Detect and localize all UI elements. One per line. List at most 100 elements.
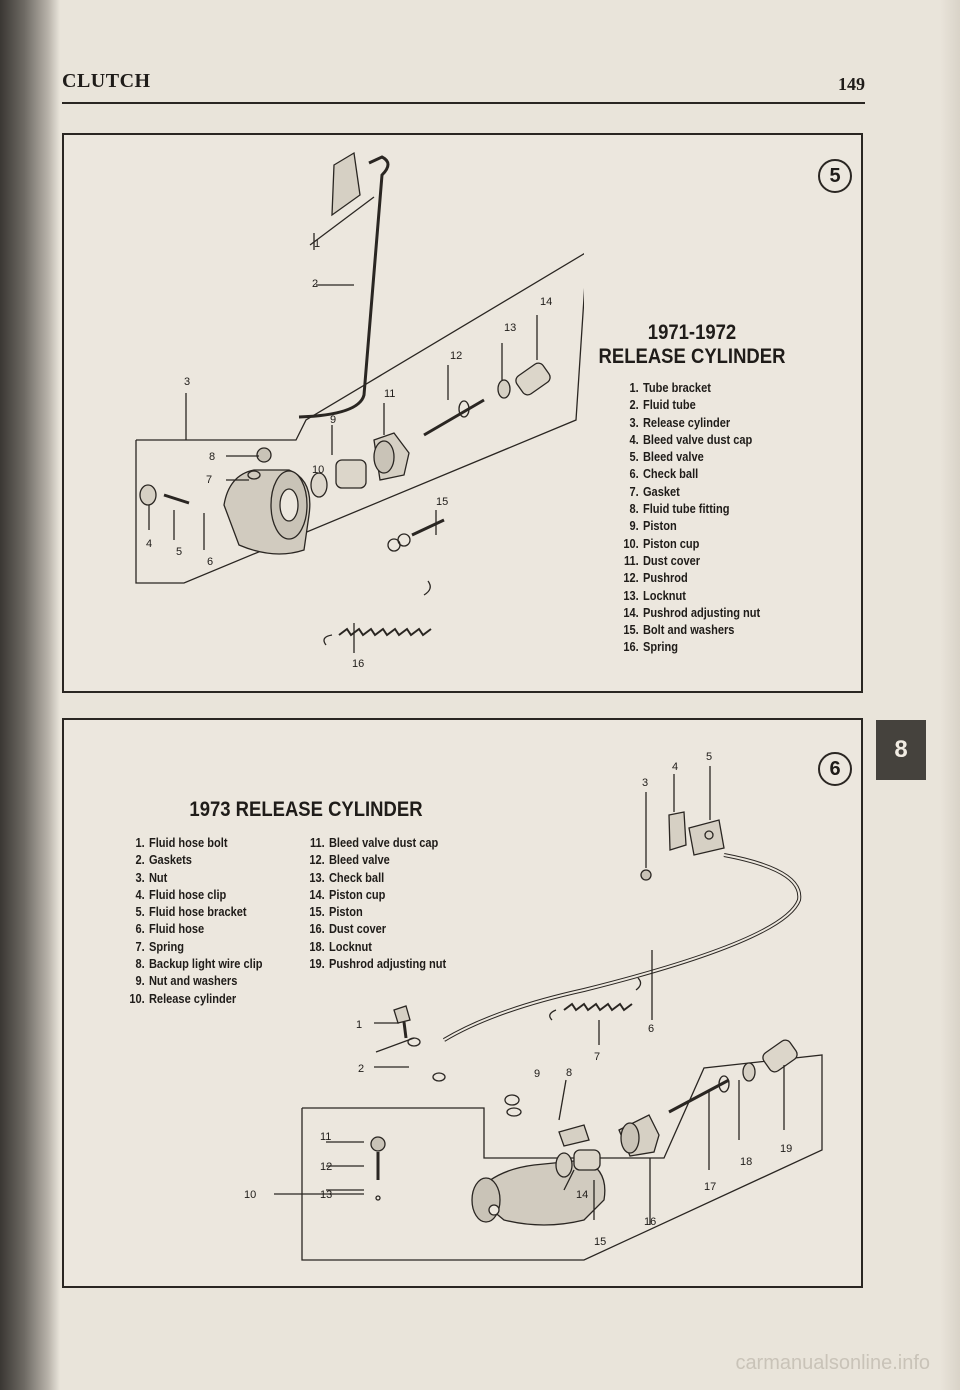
legend-item: 13.Locknut <box>620 587 760 604</box>
legend-item-number: 15. <box>309 904 325 920</box>
legend-item: 14.Piston cup <box>306 886 446 903</box>
legend-item: 18.Locknut <box>306 938 446 955</box>
legend-item-label: Piston <box>642 518 677 534</box>
callout-number: 5 <box>706 751 712 763</box>
callout-number: 13 <box>320 1189 332 1201</box>
figure-6-title: 1973 RELEASE CYLINDER <box>189 798 423 821</box>
chapter-tab: 8 <box>876 720 926 780</box>
legend-item: 5.Bleed valve <box>620 448 760 465</box>
legend-item: 4.Bleed valve dust cap <box>620 431 760 448</box>
callout-number: 12 <box>320 1161 332 1173</box>
legend-item: 15.Piston <box>306 903 446 920</box>
legend-item-number: 3. <box>629 414 639 430</box>
legend-item-label: Spring <box>642 639 678 655</box>
callout-number: 5 <box>176 546 182 558</box>
legend-item-number: 4. <box>629 431 639 447</box>
legend-item-number: 14. <box>309 886 325 902</box>
legend-item: 3.Release cylinder <box>620 414 760 431</box>
page-header: CLUTCH 149 <box>62 68 865 104</box>
legend-item-number: 13. <box>623 587 639 603</box>
legend-item: 8.Fluid tube fitting <box>620 500 760 517</box>
legend-item-label: Backup light wire clip <box>148 956 263 972</box>
legend-item: 12.Bleed valve <box>306 851 446 868</box>
legend-item-label: Gasket <box>642 483 680 499</box>
legend-item-label: Fluid tube <box>642 397 696 413</box>
legend-item: 7.Spring <box>126 938 263 955</box>
legend-item: 8.Backup light wire clip <box>126 955 263 972</box>
callout-number: 4 <box>146 538 152 550</box>
legend-item-label: Tube bracket <box>642 380 711 395</box>
legend-item: 2.Fluid tube <box>620 396 760 413</box>
legend-item-number: 11. <box>623 552 639 568</box>
legend-item-label: Nut and washers <box>148 973 238 989</box>
legend-item-label: Piston cup <box>328 886 386 902</box>
legend-item-label: Piston cup <box>642 535 700 551</box>
callout-number: 4 <box>672 761 678 773</box>
legend-item-number: 18. <box>309 938 325 954</box>
callout-number: 9 <box>330 414 336 426</box>
legend-item-label: Pushrod adjusting nut <box>328 956 447 972</box>
callout-number: 8 <box>566 1067 572 1079</box>
legend-item-number: 14. <box>623 604 639 620</box>
callout-number: 10 <box>244 1189 256 1201</box>
callout-number: 3 <box>642 777 648 789</box>
callout-number: 15 <box>594 1236 606 1248</box>
figure-6-panel: 6 1973 RELEASE CYLINDER 1.Fluid hose bol… <box>62 718 863 1288</box>
figure-5-number: 5 <box>818 159 852 193</box>
legend-item-number: 6. <box>135 921 145 937</box>
legend-item-label: Release cylinder <box>148 990 237 1006</box>
callout-number: 6 <box>648 1023 654 1035</box>
legend-item: 9.Nut and washers <box>126 972 263 989</box>
figure-5-panel: 5 1971-1972 RELEASE CYLINDER 1.Tube brac… <box>62 133 863 693</box>
legend-item: 4.Fluid hose clip <box>126 886 263 903</box>
legend-item: 11.Bleed valve dust cap <box>306 834 446 851</box>
legend-item: 6.Check ball <box>620 465 760 482</box>
legend-item: 14.Pushrod adjusting nut <box>620 604 760 621</box>
callout-number: 7 <box>594 1051 600 1063</box>
legend-item-number: 3. <box>135 869 145 885</box>
legend-item-label: Locknut <box>642 587 686 603</box>
page-edge <box>940 0 960 1390</box>
callout-number: 15 <box>436 496 448 508</box>
legend-item-number: 9. <box>629 518 639 534</box>
legend-item: 10.Release cylinder <box>126 990 263 1007</box>
callout-number: 12 <box>450 350 462 362</box>
legend-item-number: 2. <box>629 397 639 413</box>
legend-item-label: Check ball <box>642 466 699 482</box>
legend-item-number: 2. <box>135 852 145 868</box>
legend-item: 12.Pushrod <box>620 569 760 586</box>
legend-item: 19.Pushrod adjusting nut <box>306 955 446 972</box>
callout-number: 1 <box>314 238 320 250</box>
callout-number: 1 <box>356 1019 362 1031</box>
legend-item-number: 8. <box>135 956 145 972</box>
legend-item-label: Bleed valve <box>328 852 390 868</box>
legend-item-label: Release cylinder <box>642 414 731 430</box>
legend-item: 9.Piston <box>620 517 760 534</box>
chapter-title: CLUTCH <box>62 70 151 92</box>
legend-item-label: Check ball <box>328 869 385 885</box>
legend-item: 10.Piston cup <box>620 535 760 552</box>
callout-number: 18 <box>740 1156 752 1168</box>
callout-number: 10 <box>312 464 324 476</box>
legend-item-number: 13. <box>309 869 325 885</box>
legend-item-number: 5. <box>629 449 639 465</box>
callout-number: 6 <box>207 556 213 568</box>
legend-item: 3.Nut <box>126 869 263 886</box>
legend-item-number: 16. <box>309 921 325 937</box>
callout-number: 2 <box>358 1063 364 1075</box>
legend-item-number: 15. <box>623 622 639 638</box>
legend-item-number: 11. <box>309 835 325 850</box>
legend-item-number: 10. <box>129 990 145 1006</box>
callout-number: 19 <box>780 1143 792 1155</box>
legend-item-label: Fluid tube fitting <box>642 501 730 517</box>
legend-item-number: 6. <box>629 466 639 482</box>
legend-item-number: 9. <box>135 973 145 989</box>
legend-item: 16.Spring <box>620 638 760 655</box>
legend-item-number: 7. <box>135 938 145 954</box>
legend-item: 7.Gasket <box>620 483 760 500</box>
legend-item: 13.Check ball <box>306 869 446 886</box>
callout-number: 11 <box>320 1131 331 1143</box>
legend-item-number: 1. <box>135 835 145 850</box>
